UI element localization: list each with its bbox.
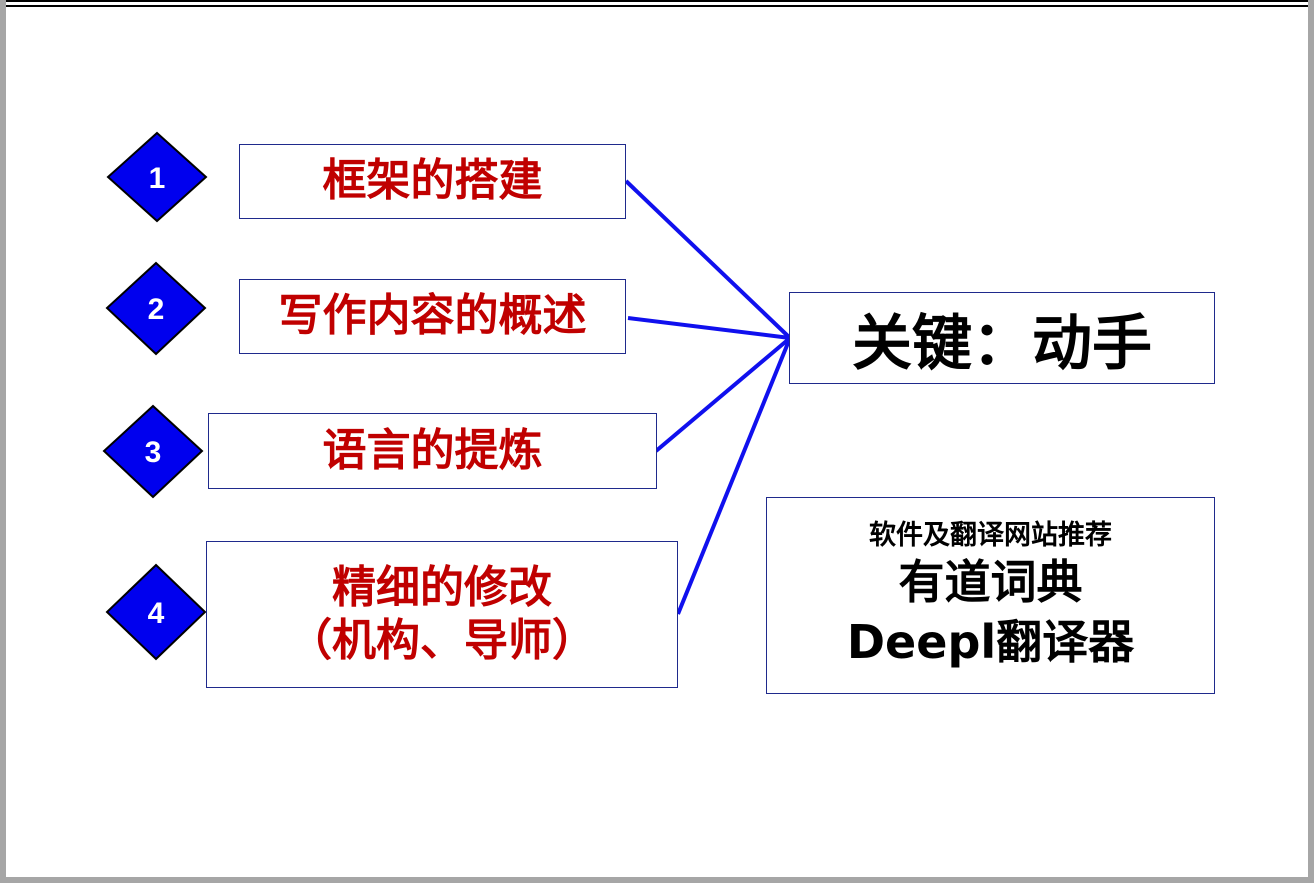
top-rule-secondary — [6, 5, 1308, 7]
step-4-diamond-icon: 4 — [105, 563, 207, 661]
step-3-label: 语言的提炼 — [322, 424, 543, 476]
step-4-label-line-2: （机构、导师） — [288, 614, 596, 666]
step-1-box: 框架的搭建 — [239, 144, 626, 219]
step-4-label-line-1: 精细的修改 — [332, 561, 552, 613]
step-4-box: 精细的修改 （机构、导师） — [206, 541, 678, 688]
step-1-diamond-icon: 1 — [106, 131, 208, 223]
recommendation-item-deepl: Deepl翻译器 — [846, 615, 1135, 670]
step-4-number: 4 — [148, 597, 165, 630]
connector-1 — [624, 179, 792, 340]
step-2-label: 写作内容的概述 — [278, 290, 587, 342]
connector-2 — [627, 316, 791, 340]
step-2-number: 2 — [148, 293, 165, 326]
recommendation-box: 软件及翻译网站推荐 有道词典 Deepl翻译器 — [766, 497, 1215, 694]
step-2-box: 写作内容的概述 — [239, 279, 626, 354]
key-label: 关键：动手 — [852, 308, 1152, 379]
connector-3 — [654, 336, 792, 453]
key-box: 关键：动手 — [789, 292, 1215, 384]
recommendation-title: 软件及翻译网站推荐 — [869, 520, 1112, 552]
step-1-label: 框架的搭建 — [322, 155, 543, 207]
recommendation-item-youdao: 有道词典 — [898, 555, 1083, 610]
top-rule — [6, 0, 1308, 2]
step-2-diamond-icon: 2 — [105, 261, 207, 356]
step-3-box: 语言的提炼 — [208, 413, 657, 489]
step-1-number: 1 — [149, 162, 166, 195]
connector-4 — [676, 337, 792, 615]
step-3-diamond-icon: 3 — [102, 404, 204, 499]
step-3-number: 3 — [145, 436, 162, 469]
connector-lines — [624, 179, 792, 615]
